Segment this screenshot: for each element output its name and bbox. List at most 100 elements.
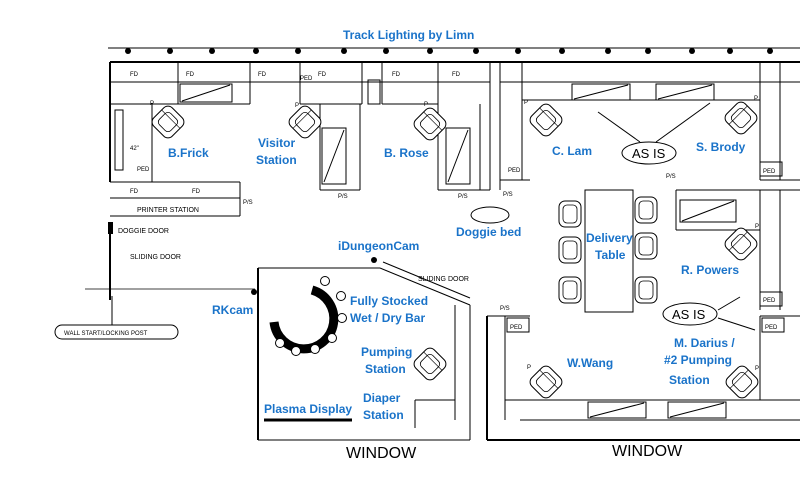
- ped-3: PED: [508, 168, 521, 174]
- p-2: P: [295, 103, 299, 109]
- desk-chair: [724, 227, 758, 261]
- track-light-dot: [125, 48, 131, 54]
- label-pumping-1: Pumping: [361, 345, 412, 359]
- ps-2: P/S: [458, 194, 468, 200]
- track-light-dot: [605, 48, 611, 54]
- fd-4: FD: [318, 72, 327, 78]
- ped-2: PED: [137, 167, 150, 173]
- printer-station-label: PRINTER STATION: [137, 207, 199, 214]
- wall-post-label: WALL START/LOCKING POST: [64, 331, 148, 337]
- track-light-dot: [427, 48, 433, 54]
- label-idungeoncam: iDungeonCam: [338, 239, 419, 253]
- ps-5: P/S: [243, 200, 253, 206]
- doggie-bed: [470, 206, 510, 224]
- p-7: P: [527, 365, 531, 371]
- desk-chair: [529, 365, 563, 399]
- ped-5: PED: [763, 298, 776, 304]
- window-right-label: WINDOW: [612, 443, 683, 460]
- desk-chairs: [151, 101, 759, 399]
- p-4: P: [524, 100, 528, 106]
- label-rkcam: RKcam: [212, 303, 253, 317]
- desk-chair: [724, 101, 758, 135]
- fd-3: FD: [258, 72, 267, 78]
- bar-stool: [310, 344, 320, 354]
- label-c-lam: C. Lam: [552, 144, 592, 158]
- label-plasma: Plasma Display: [264, 402, 352, 416]
- table-chair: [634, 276, 658, 304]
- bar-stools: [275, 276, 347, 356]
- label-diaper-2: Station: [363, 408, 404, 422]
- delivery-table: [584, 189, 634, 313]
- label-w-wang: W.Wang: [567, 356, 613, 370]
- track-light-dot: [727, 48, 733, 54]
- fd-5: FD: [392, 72, 401, 78]
- table-chair: [634, 196, 658, 224]
- as-is-oval-right: AS IS: [662, 296, 756, 331]
- desk-chair: [288, 105, 322, 139]
- wall-start-post: [54, 296, 179, 340]
- rkcam-dot: [251, 289, 257, 295]
- label-darius-1: M. Darius /: [674, 336, 735, 350]
- label-visitor-2: Station: [256, 153, 297, 167]
- track-light-dot: [383, 48, 389, 54]
- label-bar-1: Fully Stocked: [350, 294, 428, 308]
- bar-stool: [320, 276, 330, 286]
- track-lighting-title: Track Lighting by Limn: [343, 28, 474, 42]
- table-chair: [634, 232, 658, 260]
- label-r-powers: R. Powers: [681, 263, 739, 277]
- desk-chair: [725, 365, 759, 399]
- bar-stool: [327, 333, 337, 343]
- desk-chair: [413, 347, 447, 381]
- desk-chair: [529, 103, 563, 137]
- desk-chair: [413, 107, 447, 141]
- label-delivery-2: Table: [595, 248, 626, 262]
- doggie-door-label: DOGGIE DOOR: [118, 228, 169, 235]
- table-chair: [558, 236, 582, 264]
- idungeoncam-dot: [371, 257, 377, 263]
- ps-6: P/S: [500, 306, 510, 312]
- bar-stool: [291, 346, 301, 356]
- ped-1: PED: [300, 76, 313, 82]
- track-light-dot: [559, 48, 565, 54]
- bar-stool: [336, 291, 346, 301]
- p-8: P: [755, 366, 759, 372]
- bar-room: [257, 261, 471, 441]
- as-is-label-right: AS IS: [672, 307, 706, 322]
- track-light-dot: [645, 48, 651, 54]
- sliding-door-bar-label: SLIDING DOOR: [418, 276, 469, 283]
- p-3: P: [424, 102, 428, 108]
- ped-4: PED: [763, 169, 776, 175]
- ps-3: P/S: [503, 192, 513, 198]
- table-chair: [558, 276, 582, 304]
- as-is-oval-top: AS IS: [597, 102, 711, 165]
- table-chair: [558, 200, 582, 228]
- track-light-dot: [209, 48, 215, 54]
- p-1: P: [150, 101, 154, 107]
- track-light-dots: [125, 48, 773, 54]
- track-light-dot: [167, 48, 173, 54]
- bar-stool: [337, 313, 347, 323]
- fd-7: FD: [130, 189, 139, 195]
- label-s-brody: S. Brody: [696, 140, 746, 154]
- ps-1: P/S: [338, 194, 348, 200]
- sliding-door-left-label: SLIDING DOOR: [130, 254, 181, 261]
- track-light-dot: [689, 48, 695, 54]
- label-delivery-1: Delivery: [586, 231, 633, 245]
- track-light-dot: [767, 48, 773, 54]
- label-darius-3: Station: [669, 373, 710, 387]
- fd-8: FD: [192, 189, 201, 195]
- track-light-dot: [341, 48, 347, 54]
- ped-6: PED: [510, 325, 523, 331]
- doggie-door: [108, 222, 113, 234]
- bar-stool: [275, 338, 285, 348]
- dim-42-label: 42": [130, 146, 139, 152]
- track-light-dot: [295, 48, 301, 54]
- as-is-label-top: AS IS: [632, 146, 666, 161]
- window-left-label: WINDOW: [346, 445, 417, 462]
- ps-4: P/S: [666, 174, 676, 180]
- p-6: P: [755, 224, 759, 230]
- track-light-dot: [253, 48, 259, 54]
- fd-6: FD: [452, 72, 461, 78]
- ped-7: PED: [765, 325, 778, 331]
- p-5: P: [754, 96, 758, 102]
